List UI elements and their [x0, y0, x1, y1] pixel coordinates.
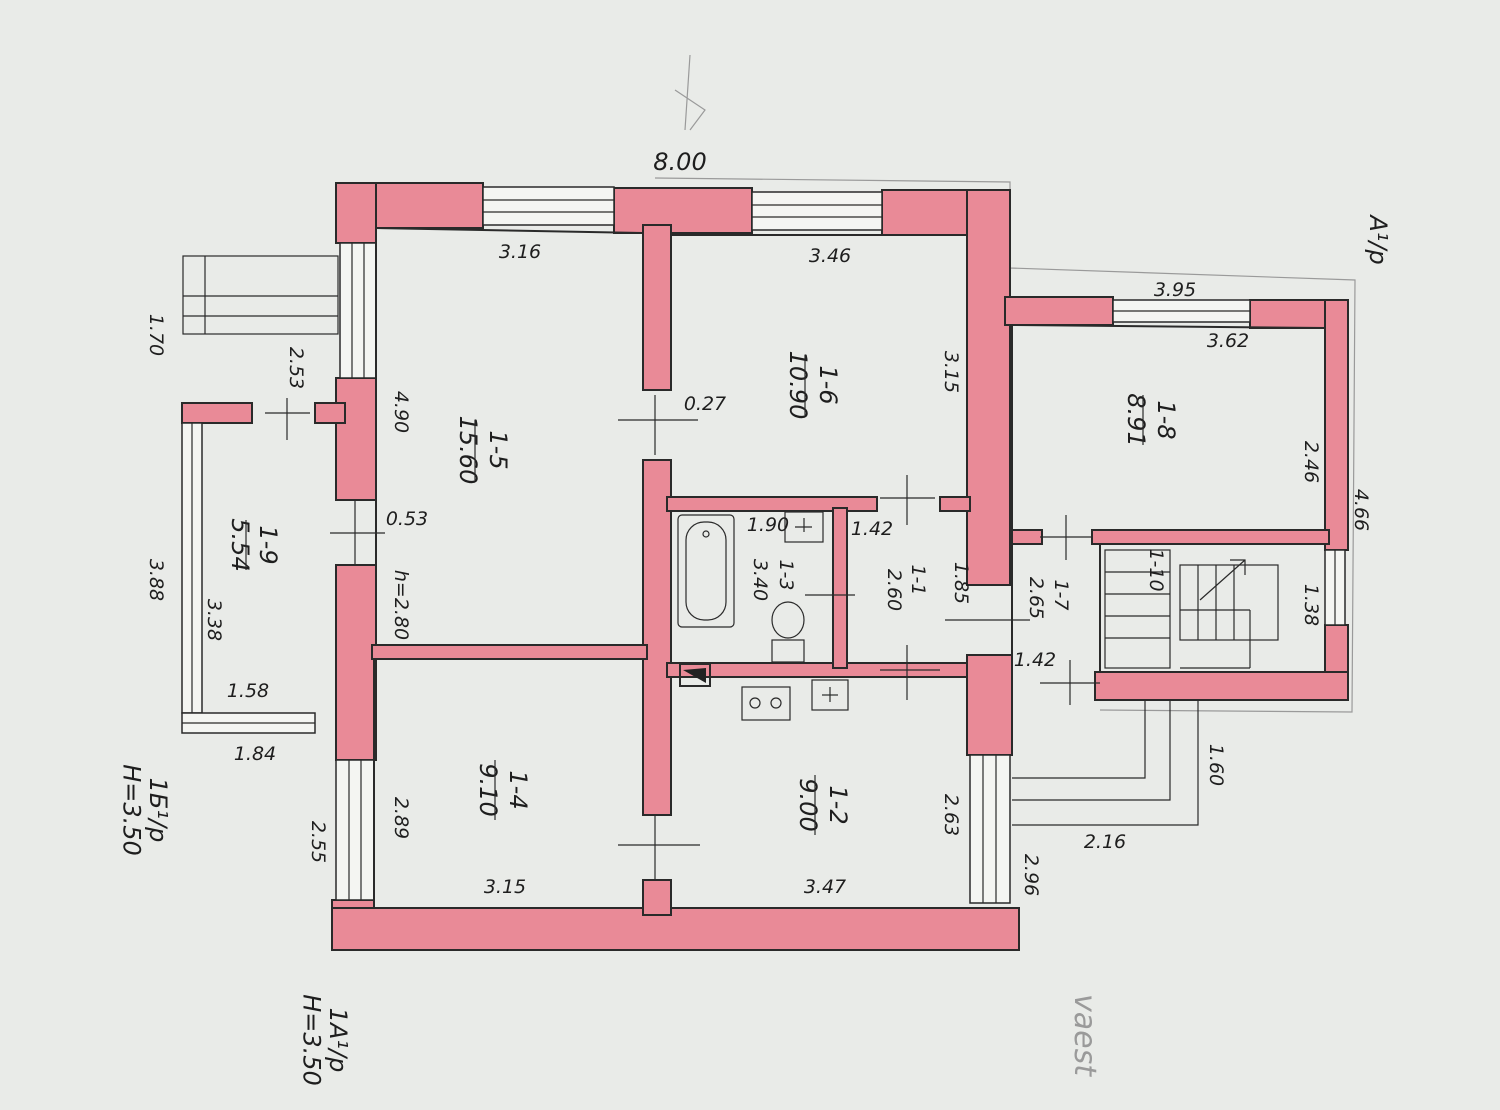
room-1-5-dim: 4.90 [390, 391, 412, 433]
room-1-8-id: 1-8 [1152, 400, 1180, 439]
room-1-2-id: 1-2 [824, 785, 852, 824]
bathtub [677, 514, 735, 628]
room-1-7-area: 2.65 [1025, 577, 1047, 619]
room-1-6-dim: 3.15 [940, 351, 962, 393]
room-1-9-dim: 2.53 [285, 347, 307, 389]
room-1-3-id: 1-3 [775, 559, 797, 590]
room-1-4-area: 9.10 [474, 763, 502, 816]
room-1-9-area: 5.54 [226, 518, 254, 571]
room-1-2-dim: 3.47 [804, 876, 846, 898]
entrance-porch [1012, 700, 1199, 826]
room-1-6-dim: 3.46 [809, 245, 851, 267]
room-1-5-dim: h=2.80 [390, 570, 412, 640]
balcony-railing [182, 255, 339, 335]
sink [784, 511, 824, 543]
pencil-mark [674, 54, 706, 131]
pencil-note-label: vaest [1067, 994, 1102, 1077]
letter-bottom-label: 1А¹/pН=3.50 [298, 994, 352, 1086]
room-1-1-dim: 1.85 [950, 562, 972, 604]
balcony-depth-label: 1.70 [145, 314, 167, 356]
annex-height-label: 4.66 [1350, 489, 1372, 531]
room-1-4-dim: 2.55 [307, 821, 329, 863]
walls [181, 182, 1349, 951]
staircase [1104, 549, 1279, 669]
room-1-6-dim: 0.27 [684, 393, 726, 415]
stove [741, 686, 791, 721]
stair-side-label: 1.38 [1300, 584, 1322, 626]
toilet [771, 601, 805, 663]
porch-width-label: 2.16 [1084, 831, 1126, 853]
room-1-8-dim: 2.46 [1300, 441, 1322, 483]
annex-width-label: 3.95 [1154, 279, 1196, 301]
room-1-9-dim: 1.84 [234, 743, 276, 765]
letter-top-label: A¹/p [1364, 213, 1392, 264]
room-1-10-id: 1-10 [1145, 548, 1167, 591]
room-1-8-area: 8.91 [1122, 393, 1150, 446]
room-1-9-dim: 3.38 [203, 599, 225, 641]
room-fraction-bars [245, 355, 1144, 835]
room-1-9-id: 1-9 [254, 525, 282, 564]
room-1-7-dim: 1.42 [1014, 649, 1056, 671]
pencil-outline [654, 177, 1356, 713]
room-1-1-id: 1-1 [907, 564, 929, 595]
letter-left-label: 1Б¹/pН=3.50 [118, 764, 172, 856]
chimney [679, 663, 711, 687]
room-1-5-area: 15.60 [454, 416, 482, 485]
room-1-3-dim: 1.90 [747, 514, 789, 536]
room-1-4-dim: 3.15 [484, 876, 526, 898]
room-1-2-area: 9.00 [794, 778, 822, 831]
porch-depth-label: 1.60 [1205, 744, 1227, 786]
room-1-6-id: 1-6 [814, 365, 842, 404]
room-outlines [265, 227, 1326, 908]
room-1-1-area: 2.60 [883, 569, 905, 611]
room-1-9-dim: 1.58 [227, 680, 269, 702]
room-1-3-area: 3.40 [749, 559, 771, 601]
room-1-2-dim: 2.63 [940, 794, 962, 836]
south-right-width-label: 2.96 [1020, 854, 1042, 896]
room-1-4-id: 1-4 [504, 770, 532, 809]
room-1-1-dim: 1.42 [851, 518, 893, 540]
room-1-5-dim: 0.53 [386, 508, 428, 530]
room-1-6-area: 10.90 [784, 351, 812, 420]
kitchen-sink [811, 679, 849, 711]
room-1-4-dim: 2.89 [390, 797, 412, 839]
room-1-5-id: 1-5 [484, 430, 512, 469]
room-1-7-id: 1-7 [1050, 579, 1072, 610]
room-1-9-dim: 3.88 [145, 559, 167, 601]
overall-width-label: 8.00 [653, 148, 706, 176]
room-1-5-dim: 3.16 [499, 241, 541, 263]
room-1-8-dim: 3.62 [1207, 330, 1249, 352]
windows [181, 186, 1346, 904]
